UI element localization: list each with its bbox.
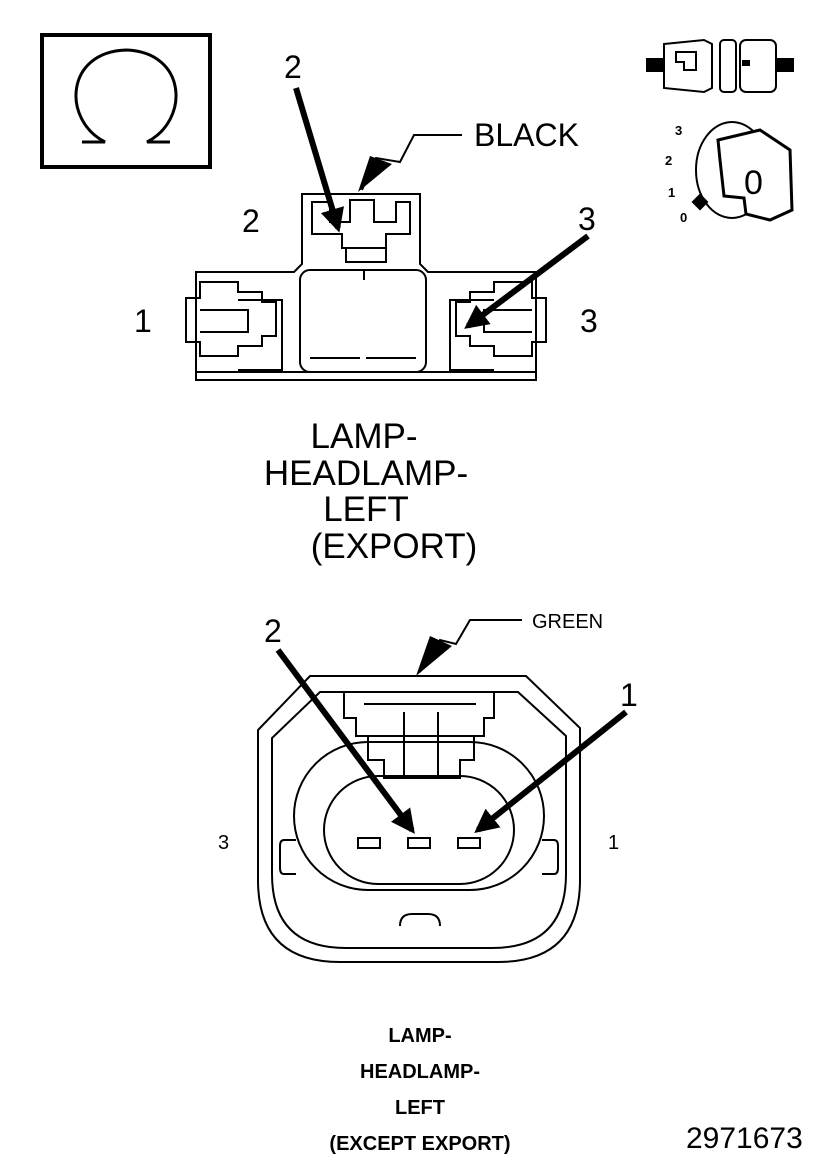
export-pin-label-1: 1 [134,303,152,339]
export-caption-line-4: (EXPORT) [311,527,478,566]
except-export-caption-line-4: (EXCEPT EXPORT) [329,1133,510,1155]
except-export-connector-caption: LAMP- HEADLAMP- LEFT (EXCEPT EXPORT) [329,1025,510,1155]
export-connector: BLACK 2 3 2 1 3 LAMP- HEADLAMP- L [134,49,598,566]
ignition-position-2: 2 [665,153,672,168]
export-arrow-label-3: 3 [578,201,596,237]
export-caption-line-1: LAMP- [311,417,418,456]
ignition-position-0: 0 [680,210,687,225]
except-export-connector: GREEN 2 1 3 1 LAMP- HEADLAMP- LE [218,611,638,1155]
export-caption-line-2: HEADLAMP- [264,454,468,493]
except-export-caption-line-1: LAMP- [388,1025,451,1047]
except-export-connector-color-label: GREEN [532,611,603,633]
except-export-pin-label-3: 3 [218,832,229,854]
except-export-pin-label-1: 1 [608,832,619,854]
figure-number: 2971673 [686,1122,803,1155]
export-caption-line-3: LEFT [323,490,409,529]
export-arrow-label-2: 2 [284,49,302,85]
except-export-arrow-label-1: 1 [620,677,638,713]
export-pin-label-3: 3 [580,303,598,339]
except-export-caption-line-2: HEADLAMP- [360,1061,480,1083]
except-export-caption-line-3: LEFT [395,1097,445,1119]
ignition-key-off-icon: 3 2 1 0 0 [665,121,794,225]
ignition-position-1: 1 [668,185,675,200]
export-connector-color-label: BLACK [474,117,579,153]
ignition-position-3: 3 [675,123,682,138]
export-connector-caption: LAMP- HEADLAMP- LEFT (EXPORT) [264,417,477,566]
connector-disconnected-icon [646,38,794,94]
ignition-key-position-label: 0 [744,164,763,202]
export-pin-label-2: 2 [242,203,260,239]
except-export-arrow-label-2: 2 [264,613,282,649]
ohm-meter-icon: Ω [40,33,212,169]
